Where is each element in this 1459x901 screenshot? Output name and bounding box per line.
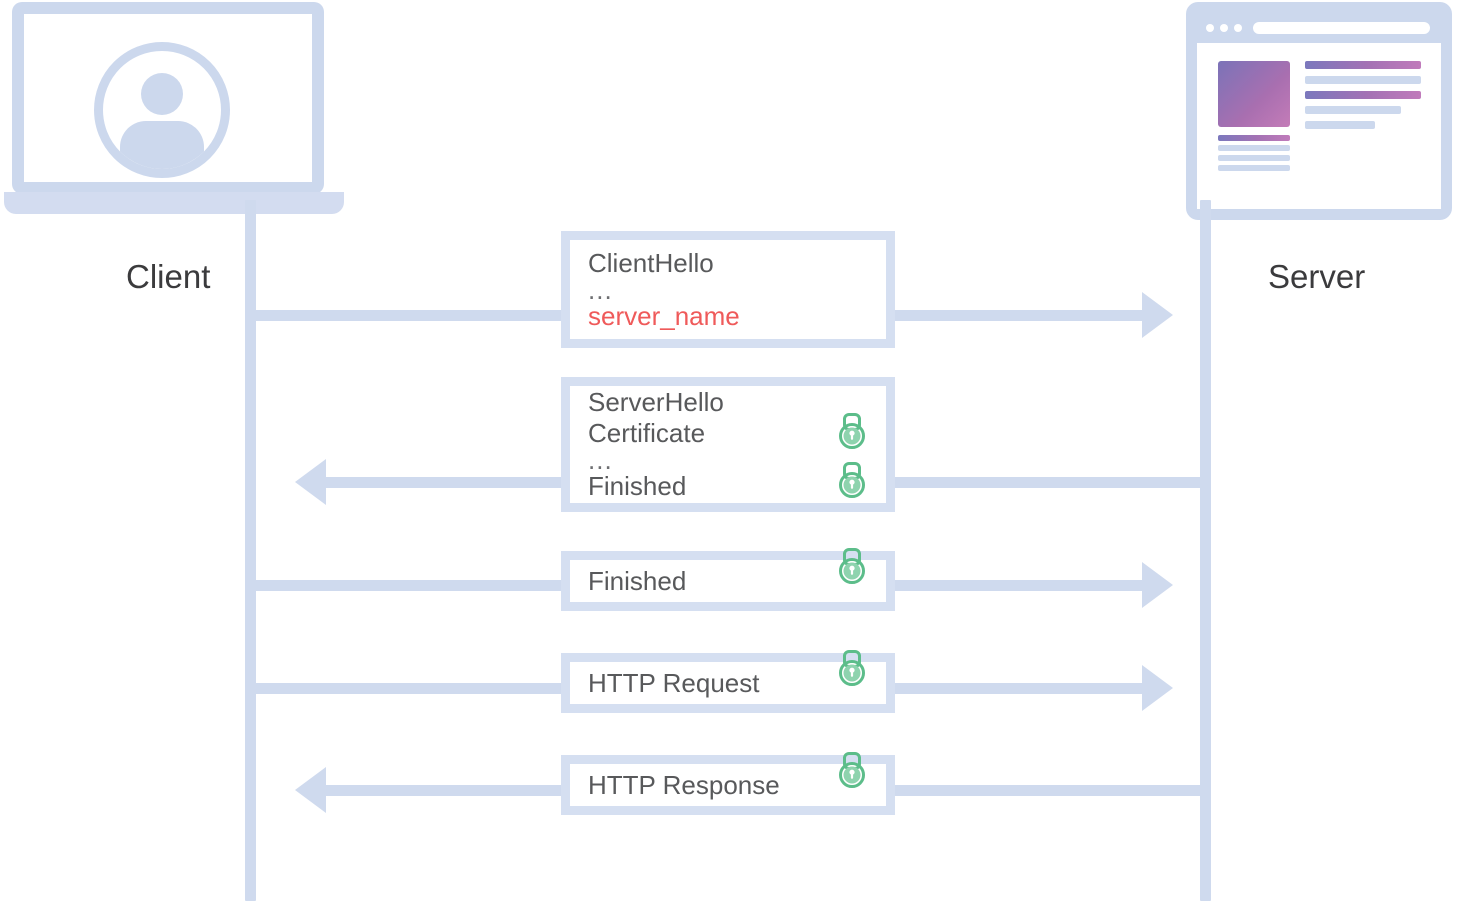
- browser-content: [1197, 43, 1441, 209]
- message-line-ellipsis: ...: [588, 445, 613, 475]
- arrow-head-client-hello: [1142, 292, 1173, 338]
- lock-icon: [836, 649, 868, 686]
- message-body: HTTP Response: [570, 751, 886, 801]
- message-box-client-hello[interactable]: ClientHello ... server_name: [561, 231, 895, 348]
- content-bar: [1305, 76, 1421, 84]
- message-body: ClientHello ... server_name: [570, 248, 886, 332]
- message-line-highlight: server_name: [588, 300, 740, 331]
- arrow-line-client-hello-left: [250, 310, 566, 321]
- arrow-line-finished-right: [890, 580, 1146, 591]
- address-bar: [1253, 22, 1430, 34]
- laptop-screen: [12, 2, 324, 194]
- message-box-server-hello[interactable]: ServerHello Certificate ... Finished: [561, 377, 895, 512]
- message-line: HTTP Response: [588, 769, 780, 800]
- avatar-head: [141, 73, 183, 115]
- client-lifeline: [245, 200, 256, 901]
- lock-icon: [836, 462, 868, 498]
- message-box-client-finished[interactable]: Finished: [561, 547, 895, 611]
- message-box-http-response[interactable]: HTTP Response: [561, 751, 895, 815]
- message-line: Finished: [588, 471, 687, 501]
- window-dot-icon: [1220, 24, 1228, 32]
- message-body: ServerHello Certificate ... Finished: [570, 387, 886, 502]
- hero-image-block: [1218, 61, 1290, 127]
- arrow-line-client-hello-right: [890, 310, 1146, 321]
- lock-icon: [836, 751, 868, 788]
- message-box-http-request[interactable]: HTTP Request: [561, 649, 895, 713]
- message-body: HTTP Request: [570, 649, 886, 699]
- arrow-head-http-request: [1142, 665, 1173, 711]
- arrow-line-http-request-right: [890, 683, 1146, 694]
- message-line: Certificate: [588, 418, 706, 448]
- arrow-head-finished: [1142, 562, 1173, 608]
- arrow-head-server-hello: [295, 459, 326, 505]
- content-bar-accent: [1218, 135, 1290, 141]
- arrow-line-http-response-right: [890, 785, 1206, 796]
- content-bar: [1218, 145, 1290, 151]
- lock-icon: [836, 413, 868, 449]
- content-bar-accent: [1305, 61, 1421, 69]
- avatar-body: [120, 121, 204, 169]
- message-line: Finished: [588, 565, 687, 596]
- client-label: Client: [126, 258, 211, 295]
- content-bar: [1305, 106, 1401, 114]
- content-bar: [1218, 155, 1290, 161]
- arrow-line-http-request-left: [250, 683, 566, 694]
- server-label: Server: [1268, 258, 1366, 295]
- arrow-line-finished-left: [250, 580, 566, 591]
- message-body: Finished: [570, 547, 886, 597]
- server-lifeline: [1200, 200, 1211, 901]
- arrow-line-server-hello-right: [890, 477, 1206, 488]
- user-avatar-icon: [94, 42, 230, 178]
- content-bar-accent: [1305, 91, 1421, 99]
- message-line: ClientHello: [588, 247, 714, 278]
- content-bar: [1218, 165, 1290, 171]
- message-line: HTTP Request: [588, 667, 760, 698]
- window-dot-icon: [1206, 24, 1214, 32]
- server-browser-icon: [1186, 2, 1452, 220]
- arrow-head-http-response: [295, 767, 326, 813]
- lock-icon: [836, 547, 868, 584]
- browser-titlebar: [1197, 13, 1441, 43]
- laptop-base: [4, 192, 344, 214]
- arrow-line-http-response-left: [326, 785, 566, 796]
- content-bar: [1305, 121, 1375, 129]
- message-line-ellipsis: ...: [588, 274, 613, 305]
- message-line: ServerHello: [588, 387, 724, 417]
- client-laptop-icon: [4, 2, 344, 220]
- window-dot-icon: [1234, 24, 1242, 32]
- arrow-line-server-hello-left: [326, 477, 566, 488]
